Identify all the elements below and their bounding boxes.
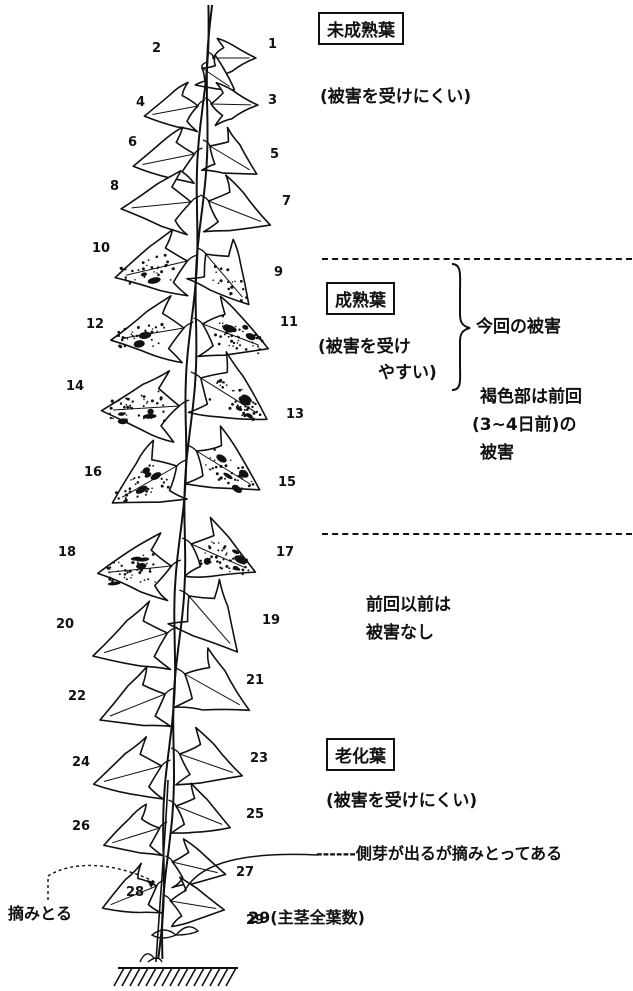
leaf-number-label: 28 xyxy=(126,885,144,900)
leaf-22 xyxy=(99,666,175,728)
leaf-number-label: 21 xyxy=(246,673,264,688)
current-damage-label: 今回の被害 xyxy=(476,317,561,337)
leaf-number-label: 6 xyxy=(128,135,137,150)
side-bud-annotation: ------側芽が出るが摘みとってある xyxy=(316,844,563,863)
leaf-number-label: 17 xyxy=(276,545,294,560)
leaf-10 xyxy=(114,228,198,297)
leaf-number-label: 16 xyxy=(84,465,102,480)
leaf-number-label: 29 xyxy=(246,913,264,928)
leaf-20 xyxy=(92,600,178,671)
pinch-annotation: 摘みとる xyxy=(8,904,73,923)
old-leaf-title: 老化葉 xyxy=(326,738,395,771)
leaf-14 xyxy=(100,370,190,443)
leaf-26 xyxy=(103,803,168,857)
leaf-number-label: 1 xyxy=(268,37,277,52)
leaf-number-label: 22 xyxy=(68,689,86,704)
ground-hatch xyxy=(113,967,238,987)
leaf-number-label: 9 xyxy=(274,265,283,280)
leaf-number-label: 23 xyxy=(250,751,268,766)
mature-leaf-note-line2: やすい) xyxy=(378,363,437,383)
old-leaf-note: (被害を受けにくい) xyxy=(326,791,478,811)
leaf-number-label: 4 xyxy=(136,95,145,110)
leaf-27 xyxy=(165,838,227,889)
leaf-25 xyxy=(168,782,231,834)
leaf-6 xyxy=(132,126,203,184)
brown-part-line3: 被害 xyxy=(480,443,514,463)
immature-leaf-note: (被害を受けにくい) xyxy=(320,87,472,107)
leaf-number-label: 3 xyxy=(268,93,277,108)
leaf-number-label: 10 xyxy=(92,241,110,256)
divider-2 xyxy=(322,533,632,535)
leaf-number-label: 19 xyxy=(262,613,280,628)
leaf-number-label: 14 xyxy=(66,379,84,394)
leaf-number-label: 24 xyxy=(72,755,90,770)
leaf-number-label: 26 xyxy=(72,819,90,834)
immature-leaf-title: 未成熟葉 xyxy=(318,12,404,45)
divider-1 xyxy=(322,258,632,260)
leaf-number-label: 5 xyxy=(270,147,279,162)
leaf-3 xyxy=(204,81,259,127)
leaf-number-label: 27 xyxy=(236,865,254,880)
bud-pointer-line xyxy=(47,853,319,900)
leaf-15 xyxy=(184,425,261,493)
leaf-number-label: 15 xyxy=(278,475,296,490)
brace xyxy=(451,263,471,391)
no-damage-line2: 被害なし xyxy=(366,623,434,643)
leaf-24 xyxy=(92,736,171,800)
leaf-17 xyxy=(181,516,257,578)
leaf-11 xyxy=(193,295,270,358)
stem xyxy=(155,4,214,963)
mature-leaf-note-line1: (被害を受け xyxy=(318,337,411,357)
mature-leaf-title: 成熟葉 xyxy=(326,282,395,315)
leaf-16 xyxy=(111,439,188,504)
leaf-21 xyxy=(173,647,251,712)
total-leaves-annotation: 29(主茎全葉数) xyxy=(248,908,365,927)
leaf-12 xyxy=(110,295,194,364)
leaf-number-label: 13 xyxy=(286,407,304,422)
leaf-number-label: 12 xyxy=(86,317,104,332)
leaf-8 xyxy=(120,169,201,236)
leaf-13 xyxy=(187,351,268,422)
leaf-4 xyxy=(143,81,206,133)
leaf-number-label: 18 xyxy=(58,545,76,560)
leaf-23 xyxy=(170,726,243,786)
base-sprout xyxy=(139,926,200,963)
leaf-5 xyxy=(201,126,258,175)
leaf-number-label: 20 xyxy=(56,617,74,632)
leaf-18 xyxy=(96,532,182,602)
leaf-number-label: 11 xyxy=(280,315,298,330)
leaves-layer xyxy=(92,37,272,963)
no-damage-line1: 前回以前は xyxy=(366,595,451,615)
brown-part-line1: 褐色部は前回 xyxy=(480,387,582,407)
brown-part-line2: (3~4日前)の xyxy=(472,415,577,435)
leaf-29 xyxy=(163,876,226,928)
leaf-7 xyxy=(199,174,272,233)
leaf-number-label: 7 xyxy=(282,194,291,209)
leaf-numbers: 1234567891011121314151617181920212223242… xyxy=(56,37,304,928)
leaf-number-label: 8 xyxy=(110,179,119,194)
leaf-9 xyxy=(186,238,250,306)
leaf-number-label: 25 xyxy=(246,807,264,822)
leaf-number-label: 2 xyxy=(152,41,161,56)
